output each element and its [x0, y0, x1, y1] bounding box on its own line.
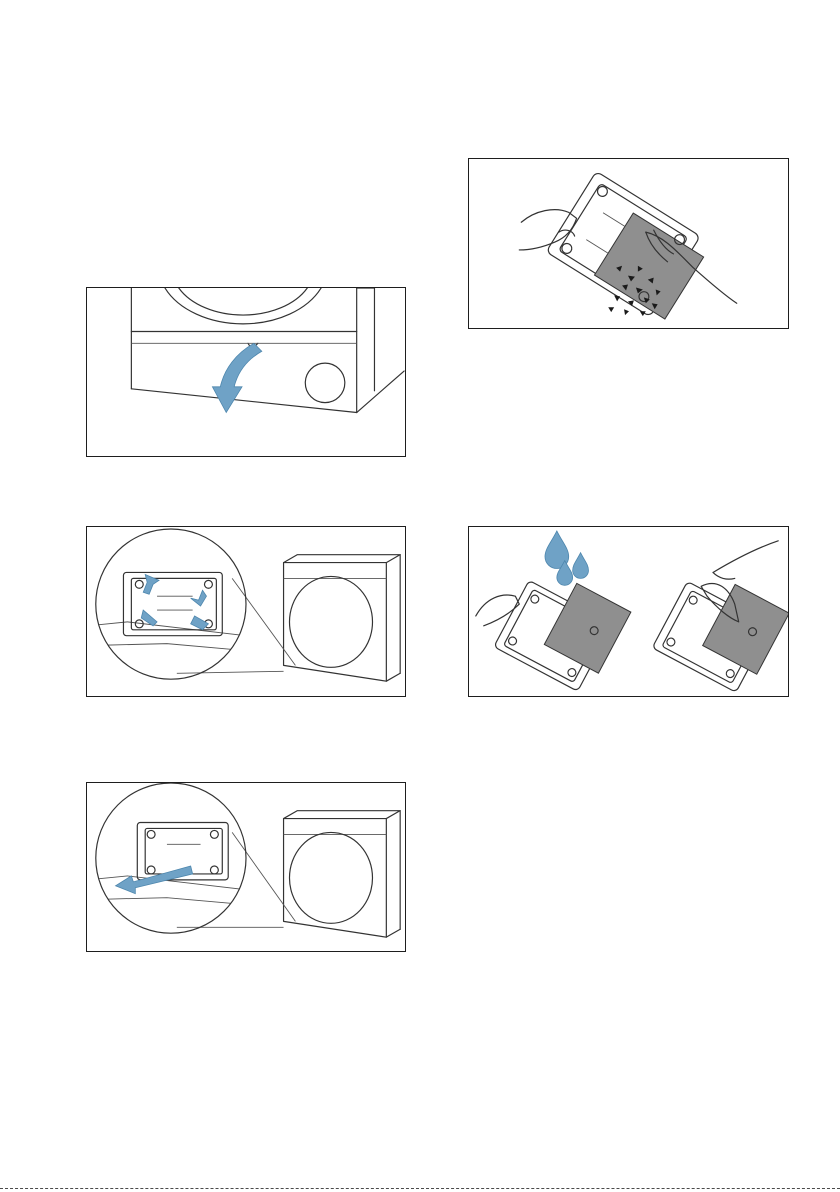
zoom-detail: [88, 572, 256, 651]
figure-rinse-filter: [468, 526, 789, 697]
filter-unlock-illustration: [87, 527, 405, 696]
figure-remove-lint: [468, 158, 789, 329]
page-footer-rule: [0, 1188, 840, 1189]
dryer-appliance: [284, 811, 401, 937]
zoom-detail: [88, 823, 256, 906]
water-drops-icon: [545, 531, 588, 585]
right-hand: [713, 541, 778, 573]
figure-pull-out-filter: [86, 782, 406, 952]
filter-rinse-illustration: [469, 527, 788, 696]
dryer-appliance: [284, 555, 401, 682]
filter-pullout-illustration: [87, 783, 405, 951]
unlock-filter-arrows-icon: [141, 574, 208, 629]
door-ring: [165, 288, 321, 324]
lint-removal-illustration: [469, 159, 788, 328]
figure-unlock-filter: [86, 526, 406, 697]
figure-open-maintenance-flap: [86, 287, 406, 457]
dryer-base-illustration: [87, 288, 405, 456]
left-hand: [476, 595, 519, 626]
drain-knob: [305, 363, 345, 403]
filter-being-dried: [652, 564, 788, 696]
base-edge: [131, 389, 356, 413]
